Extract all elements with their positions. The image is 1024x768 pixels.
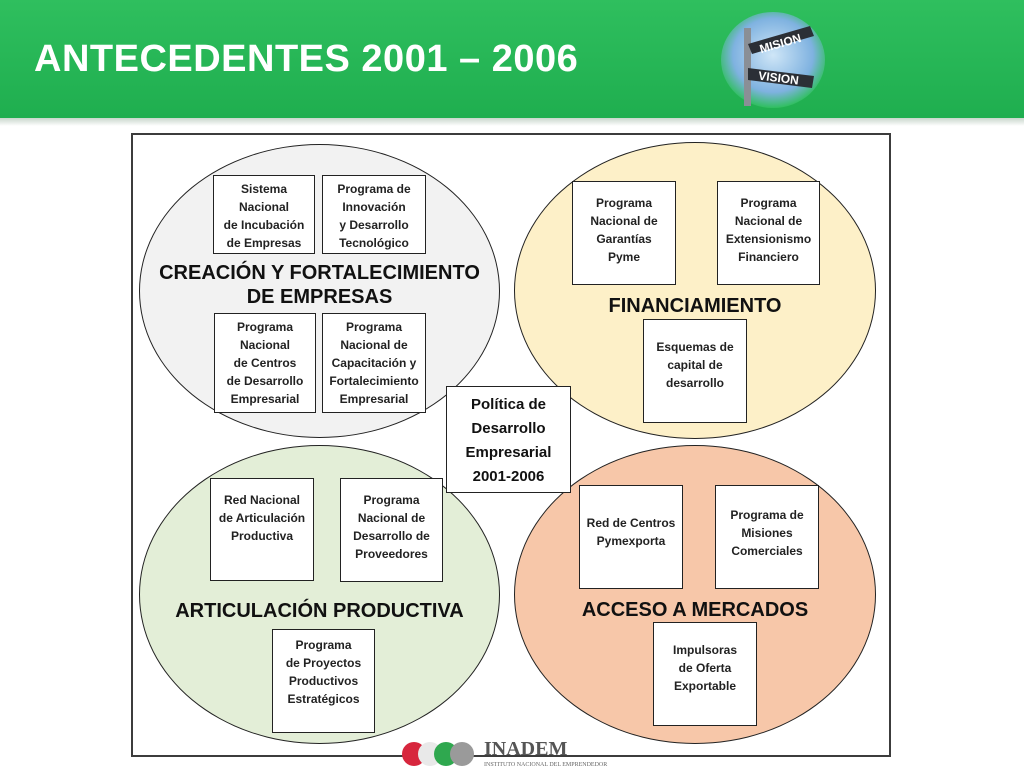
header-shadow — [0, 118, 1024, 126]
slide-title: ANTECEDENTES 2001 – 2006 — [34, 38, 579, 80]
footer-brand-text: INADEM — [484, 738, 567, 760]
program-extensionismo: Programa Nacional de Extensionismo Finan… — [717, 181, 820, 285]
program-proyectos-estrategicos: Programa de Proyectos Productivos Estrat… — [272, 629, 375, 733]
label-mercados: ACCESO A MERCADOS — [581, 599, 809, 621]
inadem-logo: INADEM INSTITUTO NACIONAL DEL EMPRENDEDO… — [402, 738, 607, 768]
program-proveedores: Programa Nacional de Desarrollo de Prove… — [340, 478, 443, 582]
program-misiones-comerciales: Programa de Misiones Comerciales — [715, 485, 819, 589]
program-capital-desarrollo: Esquemas de capital de desarrollo — [643, 319, 747, 423]
ellipse-creacion — [139, 144, 500, 438]
program-pymexporta: Red de Centros Pymexporta — [579, 485, 683, 589]
footer-subtitle-text: INSTITUTO NACIONAL DEL EMPRENDEDOR — [484, 762, 607, 768]
mision-vision-signpost-icon: MISION VISION — [721, 12, 825, 108]
program-capacitacion: Programa Nacional de Capacitación y Fort… — [322, 313, 426, 413]
program-incubacion: Sistema Nacional de Incubación de Empres… — [213, 175, 315, 254]
program-innovacion: Programa de Innovación y Desarrollo Tecn… — [322, 175, 426, 254]
program-centros-desarrollo: Programa Nacional de Centros de Desarrol… — [214, 313, 316, 413]
badge-vision-text: VISION — [758, 69, 800, 88]
header-bar — [0, 0, 1024, 118]
label-articulacion: ARTICULACIÓN PRODUCTIVA — [175, 600, 464, 622]
program-impulsoras: Impulsoras de Oferta Exportable — [653, 622, 757, 726]
program-garantias: Programa Nacional de Garantías Pyme — [572, 181, 676, 285]
program-red-articulacion: Red Nacional de Articulación Productiva — [210, 478, 314, 581]
center-politica-box: Política de Desarrollo Empresarial 2001-… — [446, 386, 571, 493]
label-creacion: CREACIÓN Y FORTALECIMIENTO DE EMPRESAS — [159, 262, 480, 308]
label-financiamiento: FINANCIAMIENTO — [608, 295, 782, 317]
